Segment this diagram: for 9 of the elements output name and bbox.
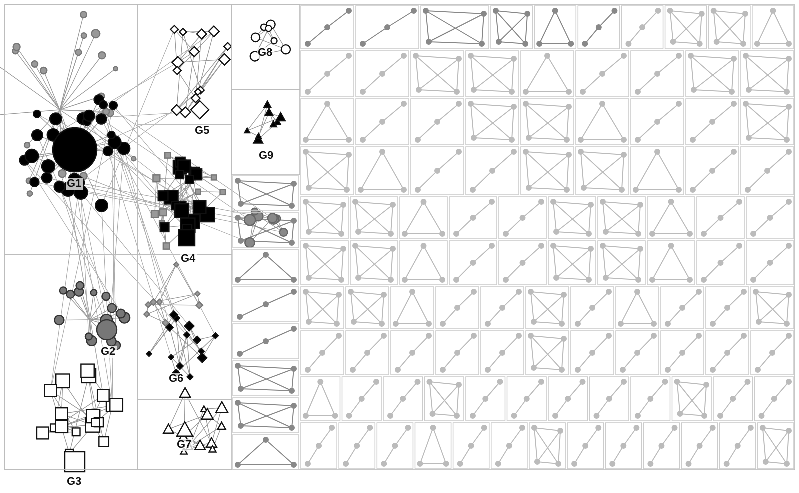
- group-label: G4: [180, 253, 197, 265]
- group-label: G8: [257, 47, 274, 59]
- group-label: G5: [194, 125, 211, 137]
- group-label: G9: [258, 150, 275, 162]
- group-label: G2: [100, 346, 117, 358]
- group-label: G3: [66, 476, 83, 488]
- group-label: G1: [66, 178, 83, 190]
- group-label: G6: [168, 373, 185, 385]
- group-label: G7: [176, 439, 193, 451]
